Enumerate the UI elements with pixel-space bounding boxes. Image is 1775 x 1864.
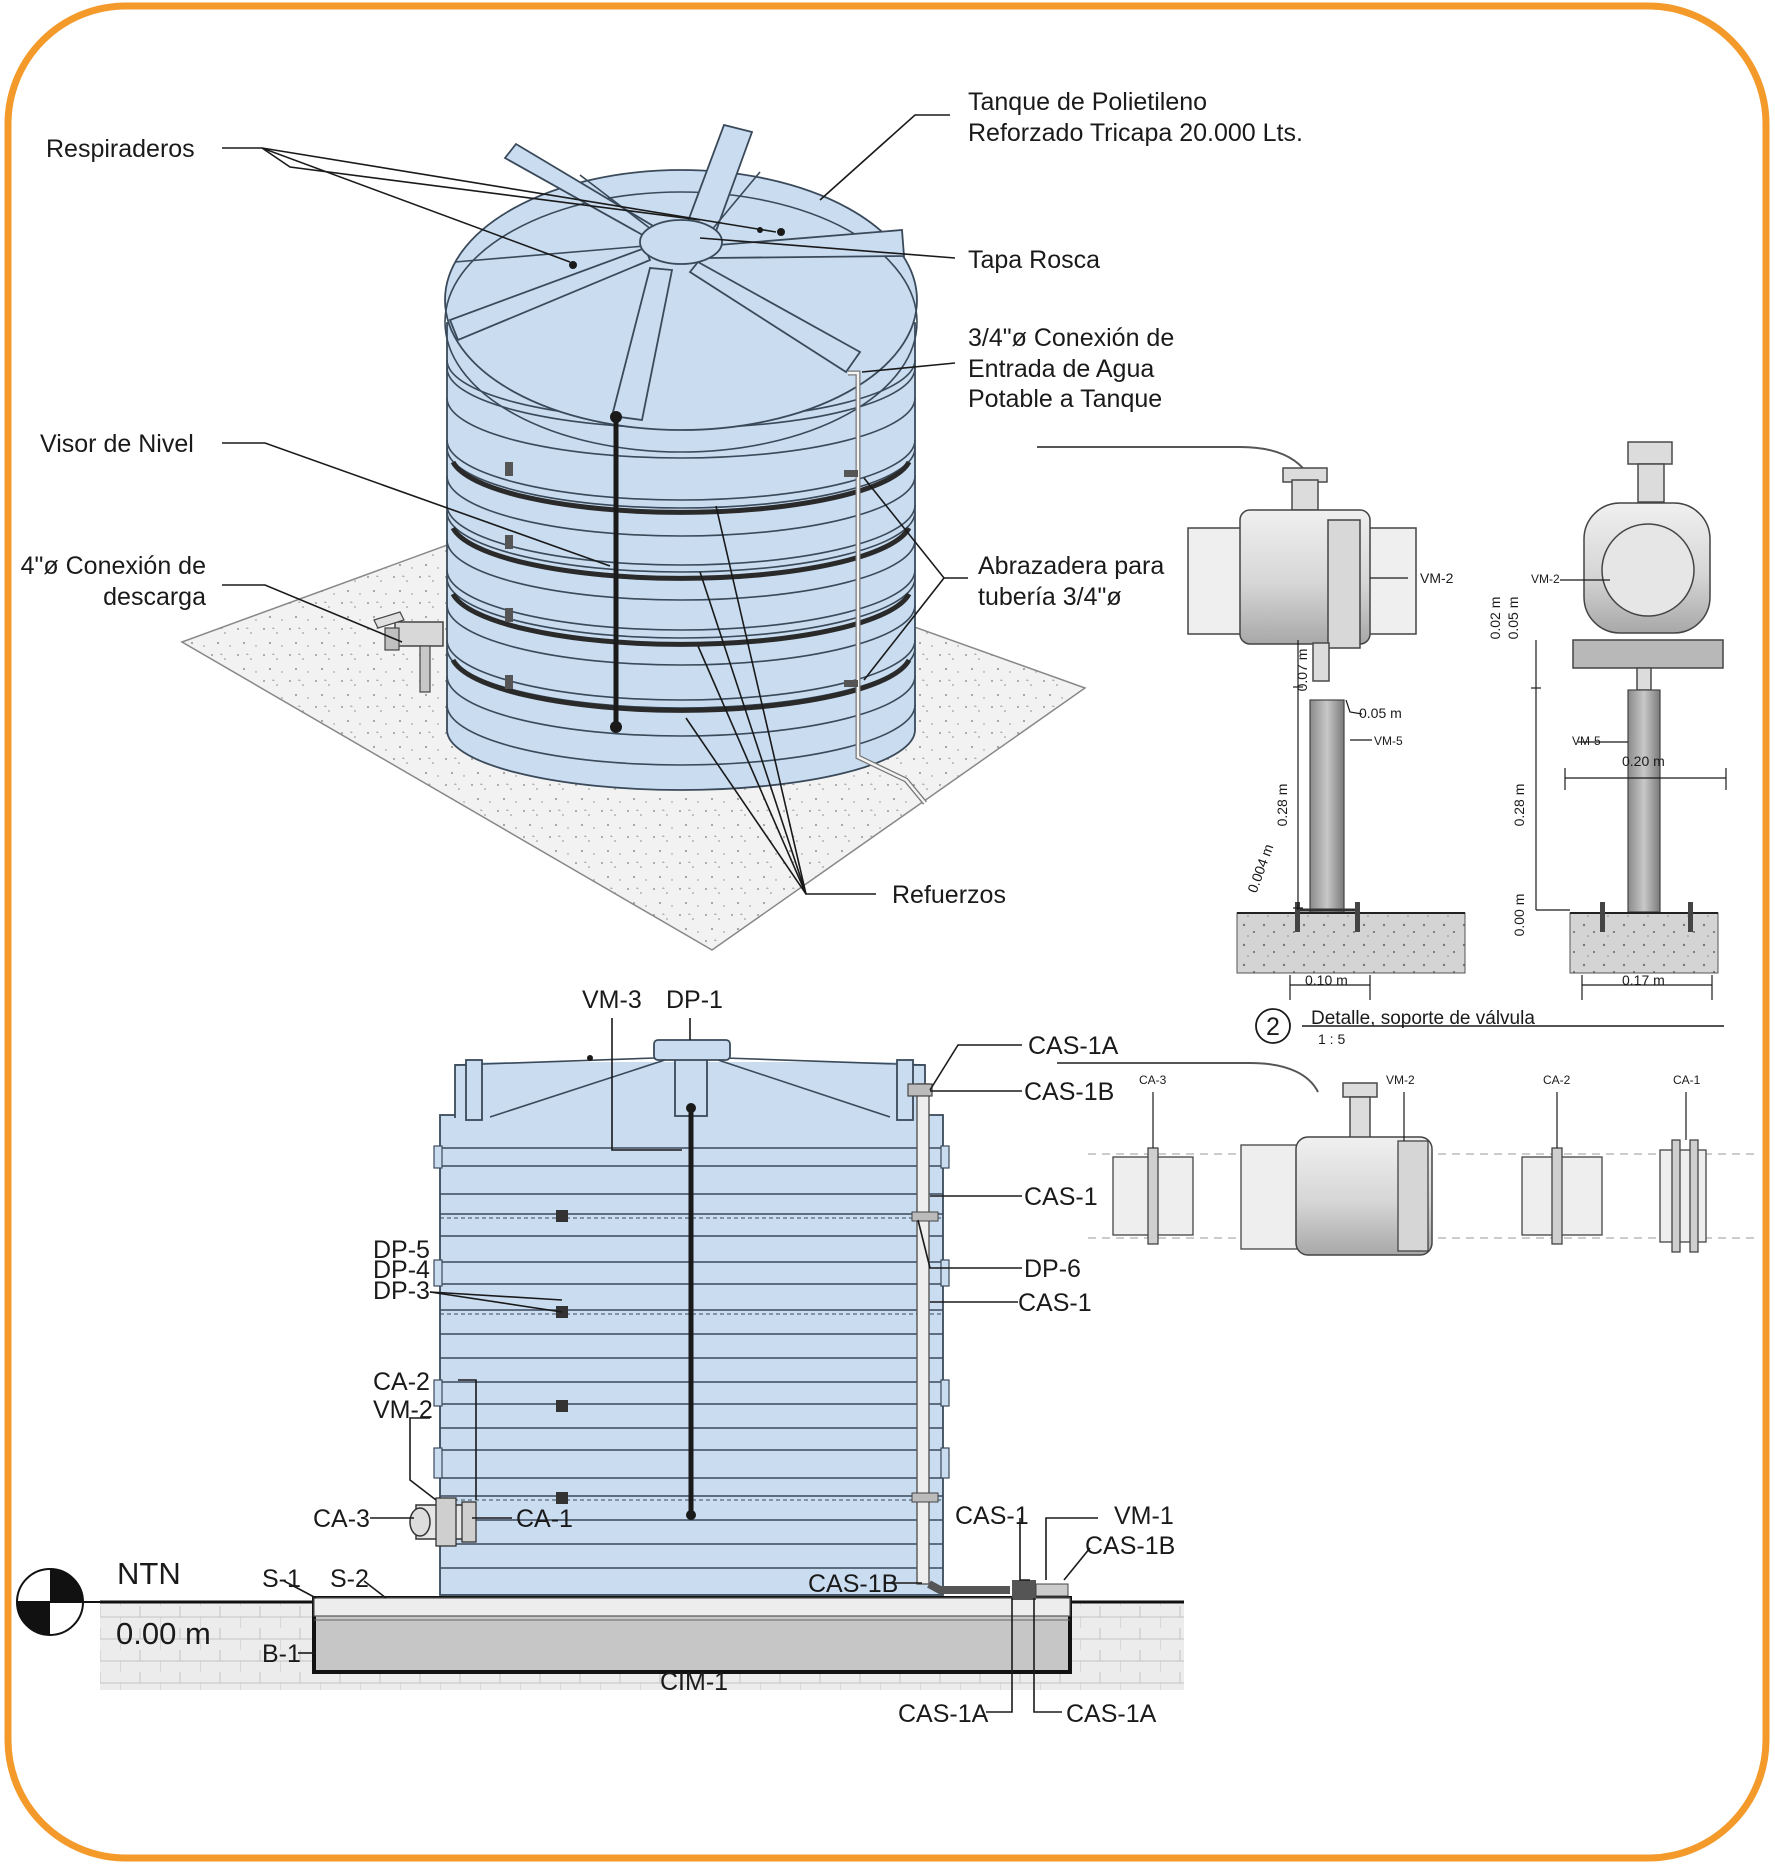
tank-elevation xyxy=(409,1039,1069,1600)
label-tank-title-1: Tanque de Polietileno xyxy=(968,88,1207,116)
dim-020: 0.20 m xyxy=(1622,753,1665,769)
label-cas1-a: CAS-1 xyxy=(1024,1183,1098,1211)
dim-vm2-front: VM-2 xyxy=(1420,570,1454,586)
label-dp6: DP-6 xyxy=(1024,1255,1081,1283)
label-ca2-exploded: CA-2 xyxy=(1543,1073,1571,1087)
label-ca3-exploded: CA-3 xyxy=(1139,1073,1167,1087)
label-entrada-3: Potable a Tanque xyxy=(968,385,1162,413)
dim-vm2-side: VM-2 xyxy=(1531,572,1560,586)
label-tapa-rosca: Tapa Rosca xyxy=(968,246,1100,274)
label-dp1: DP-1 xyxy=(666,986,723,1014)
dim-028-front: 0.28 m xyxy=(1274,784,1290,827)
dim-002: 0.02 m xyxy=(1487,597,1503,640)
label-cas1a-top: CAS-1A xyxy=(1028,1032,1119,1060)
label-dp5: DP-5 xyxy=(373,1236,430,1264)
tank-roof xyxy=(444,123,918,453)
dim-vm5-side: VM-5 xyxy=(1572,734,1601,748)
dim-007: 0.07 m xyxy=(1294,649,1310,692)
exploded-valve-row: CA-3 VM-2 CA-2 CA-1 xyxy=(1057,1062,1760,1256)
dim-vm5-front: VM-5 xyxy=(1374,734,1403,748)
label-cas1-c: CAS-1 xyxy=(955,1502,1029,1530)
inlet-pipe xyxy=(844,370,927,805)
label-level: 0.00 m xyxy=(116,1616,211,1651)
sheet-frame xyxy=(4,2,1770,1862)
dim-005: 0.05 m xyxy=(1359,705,1402,721)
detail-number: 2 xyxy=(1266,1013,1280,1041)
label-refuerzos: Refuerzos xyxy=(892,881,1006,909)
label-dp4: DP-4 xyxy=(373,1256,430,1284)
label-descarga-2: descarga xyxy=(103,583,206,611)
label-cas1b-right: CAS-1B xyxy=(1085,1532,1175,1560)
label-vm2: VM-2 xyxy=(373,1396,433,1424)
dim-017: 0.17 m xyxy=(1622,972,1665,988)
dim-0004: 0.004 m xyxy=(1244,842,1276,895)
detail-title: Detalle, soporte de válvula xyxy=(1311,1008,1535,1029)
label-ntn: NTN xyxy=(117,1556,181,1591)
label-cim1: CIM-1 xyxy=(660,1668,728,1696)
label-dp3: DP-3 xyxy=(373,1277,430,1305)
detail-number-circle xyxy=(1255,1008,1291,1044)
isometric-view: Respiraderos Tanque de Polietileno Refor… xyxy=(21,88,1303,951)
dim-010: 0.10 m xyxy=(1305,972,1348,988)
label-tank-title-2: Reforzado Tricapa 20.000 Lts. xyxy=(968,119,1303,147)
label-ca1-exploded: CA-1 xyxy=(1673,1073,1701,1087)
label-cas1a-right: CAS-1A xyxy=(1066,1700,1157,1728)
elevation-view: VM-3 DP-1 CAS-1A CAS-1B CAS-1 DP-5 DP-4 … xyxy=(16,986,1184,1728)
label-cas1b-top: CAS-1B xyxy=(1024,1078,1114,1106)
dim-000: 0.00 m xyxy=(1511,894,1527,937)
label-ca1: CA-1 xyxy=(516,1505,573,1533)
label-ca3: CA-3 xyxy=(313,1505,370,1533)
label-vm1: VM-1 xyxy=(1114,1502,1174,1530)
label-vm3: VM-3 xyxy=(582,986,642,1014)
level-marker xyxy=(16,1568,100,1636)
label-abrazadera-1: Abrazadera para xyxy=(978,552,1164,580)
discharge-valve xyxy=(373,611,444,693)
label-cas1a-left: CAS-1A xyxy=(898,1700,989,1728)
detail-scale: 1 : 5 xyxy=(1318,1031,1345,1047)
label-entrada-2: Entrada de Agua xyxy=(968,355,1154,383)
valve-side-view xyxy=(1531,441,1727,1000)
label-cas1-b: CAS-1 xyxy=(1018,1289,1092,1317)
label-s1: S-1 xyxy=(262,1565,301,1593)
label-cas1b-bottom: CAS-1B xyxy=(808,1570,898,1598)
valve-front-view xyxy=(1037,446,1466,1000)
dim-028-side: 0.28 m xyxy=(1511,784,1527,827)
level-gauge xyxy=(610,411,622,733)
label-entrada-1: 3/4"ø Conexión de xyxy=(968,324,1174,352)
label-respiraderos: Respiraderos xyxy=(46,135,195,163)
label-abrazadera-2: tubería 3/4"ø xyxy=(978,583,1122,611)
tank-body xyxy=(446,322,916,791)
label-descarga-1: 4"ø Conexión de xyxy=(21,552,206,580)
dim-005-side: 0.05 m xyxy=(1505,597,1521,640)
valve-support-detail: VM-2 0.07 m 0.05 m VM-5 0.28 m 0.004 m 0… xyxy=(1037,441,1760,1256)
label-ca2: CA-2 xyxy=(373,1368,430,1396)
label-s2: S-2 xyxy=(330,1565,369,1593)
label-visor: Visor de Nivel xyxy=(40,430,194,458)
label-b1: B-1 xyxy=(262,1640,301,1668)
label-vm2-exploded: VM-2 xyxy=(1386,1073,1415,1087)
